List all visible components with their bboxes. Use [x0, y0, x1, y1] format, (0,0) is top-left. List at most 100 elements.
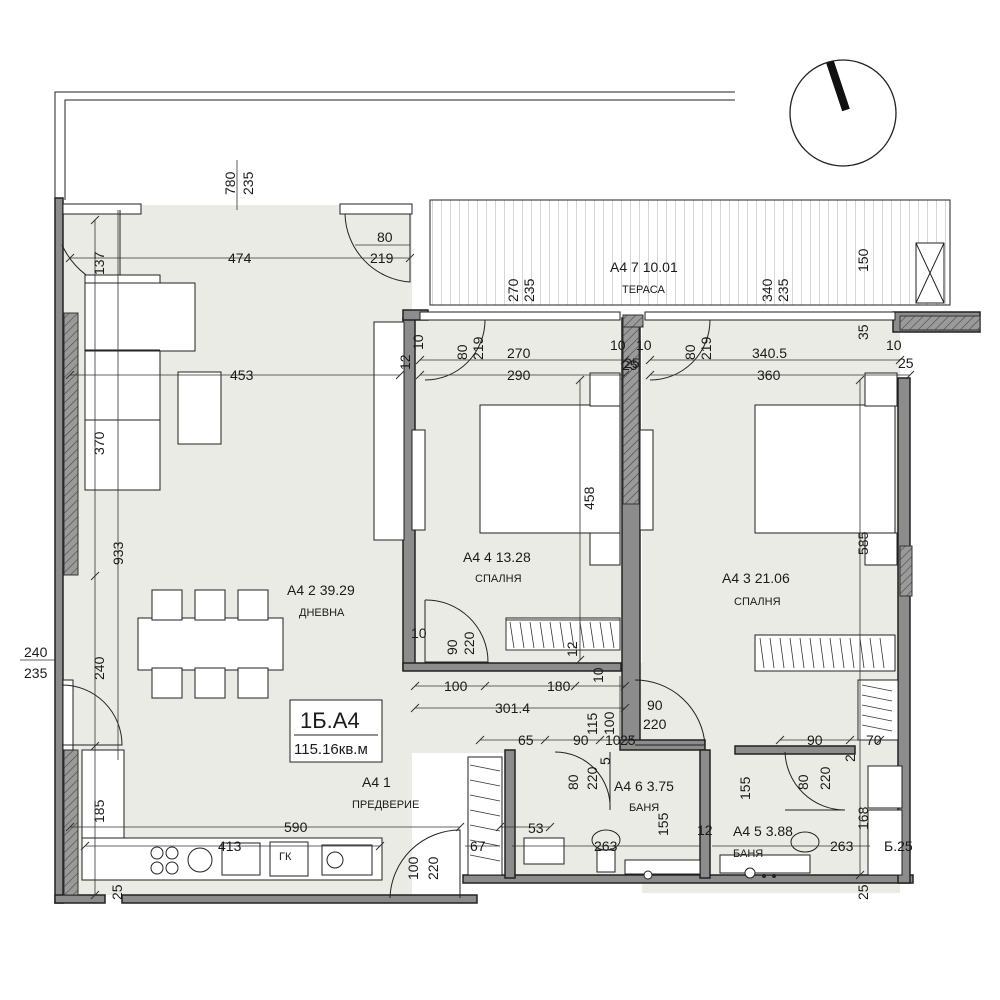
- dim-80-b3: 80: [682, 344, 698, 360]
- room-label-hall: А4 1: [362, 774, 391, 790]
- room-name-bedroom-3: СПАЛНЯ: [734, 596, 781, 608]
- dim-53: 53: [528, 820, 544, 836]
- dim-25-c: 25: [898, 355, 914, 371]
- dim-263-b: 263: [830, 838, 854, 854]
- dim-10-a: 10: [410, 334, 426, 350]
- dim-25-b: 25: [624, 355, 640, 371]
- dim-235-left: 235: [24, 665, 48, 681]
- north-arrow-icon: [789, 59, 897, 167]
- room-name-terrace: ТЕРАСА: [622, 284, 665, 296]
- dim-240-left: 240: [24, 644, 48, 660]
- dim-137: 137: [91, 251, 107, 275]
- dim-235-top: 235: [240, 171, 256, 195]
- upper-balcony-outline: [54, 91, 735, 200]
- room-label-living: А4 2 39.29: [287, 582, 355, 598]
- dim-80-b4: 80: [454, 344, 470, 360]
- furniture-living: [84, 274, 405, 699]
- dim-100-b: 100: [601, 711, 617, 735]
- dim-80: 80: [377, 229, 393, 245]
- dim-80-bath6: 80: [565, 774, 581, 790]
- dim-90-b4: 90: [444, 639, 460, 655]
- dim-67: 67: [470, 838, 486, 854]
- dim-155-b: 155: [655, 812, 671, 836]
- dim-terrace-235a: 235: [521, 278, 537, 302]
- dim-168: 168: [855, 806, 871, 830]
- dim-220-hall: 220: [643, 716, 667, 732]
- walls: [54, 197, 981, 904]
- dim-458: 458: [581, 486, 597, 510]
- room-label-bedroom-4: А4 4 13.28: [463, 549, 531, 565]
- shaft-label: ГК: [279, 851, 292, 863]
- dim-115: 115: [584, 712, 600, 735]
- room-name-bath-5: БАНЯ: [733, 848, 763, 860]
- dim-220-b4: 220: [461, 631, 477, 655]
- fixture-labels: ГК Б.25: [279, 838, 913, 863]
- column-label: Б.25: [884, 838, 913, 854]
- dim-370: 370: [91, 431, 107, 455]
- dim-25-a: 25: [622, 357, 638, 373]
- unit-tag: 1Б.А4 115.16кв.м: [289, 699, 383, 763]
- dim-25-e: 25: [109, 884, 125, 900]
- dimension-ticks: [65, 215, 915, 900]
- dim-150: 150: [855, 248, 871, 272]
- room-name-bath-6: БАНЯ: [629, 802, 659, 814]
- dim-10-b: 10: [610, 337, 626, 353]
- dim-585: 585: [855, 531, 871, 555]
- dim-263-a: 263: [594, 838, 618, 854]
- dim-90-c: 90: [573, 732, 589, 748]
- dim-90-d: 90: [807, 732, 823, 748]
- dim-10-g: 10: [605, 732, 621, 748]
- room-name-bedroom-4: СПАЛНЯ: [475, 573, 522, 585]
- dim-270: 270: [507, 345, 531, 361]
- room-label-terrace: А4 7 10.01: [610, 259, 678, 275]
- room-label-bath-5: А4 5 3.88: [733, 823, 793, 839]
- unit-area: 115.16кв.м: [294, 741, 368, 758]
- dimension-lines: [20, 160, 910, 895]
- dim-780: 780: [222, 171, 238, 195]
- dim-219-b4: 219: [470, 336, 486, 360]
- terrace-area: [429, 199, 951, 306]
- dim-12-a: 12: [397, 354, 413, 370]
- dim-2: 2: [842, 754, 858, 762]
- dim-10-f: 10: [590, 667, 606, 683]
- dim-219-b3: 219: [698, 336, 714, 360]
- dim-35: 35: [855, 324, 871, 340]
- dim-100-door: 100: [405, 856, 421, 880]
- dim-240-vert: 240: [91, 656, 107, 680]
- dim-933: 933: [110, 541, 126, 565]
- dim-10-c: 10: [636, 337, 652, 353]
- dim-5: 5: [597, 757, 613, 765]
- dim-terrace-340: 340: [759, 278, 775, 302]
- room-labels: А4 7 10.01 ТЕРАСА А4 4 13.28 СПАЛНЯ А4 3…: [287, 259, 793, 860]
- dim-12-c: 12: [697, 822, 713, 838]
- dim-12-b: 12: [564, 641, 580, 657]
- dim-413: 413: [218, 838, 242, 854]
- dim-360: 360: [757, 367, 781, 383]
- dim-340-5: 340.5: [752, 345, 787, 361]
- drain-icons: [643, 867, 776, 880]
- dim-155-a: 155: [737, 776, 753, 800]
- dim-220-bath5: 220: [817, 766, 833, 790]
- room-name-hall: ПРЕДВЕРИЕ: [352, 799, 419, 811]
- dim-80-bath5: 80: [795, 774, 811, 790]
- dim-90-hall: 90: [647, 697, 663, 713]
- dim-terrace-235b: 235: [775, 278, 791, 302]
- dim-474: 474: [228, 250, 252, 266]
- dim-185: 185: [91, 799, 107, 823]
- unit-code: 1Б.А4: [300, 708, 360, 733]
- dim-25-d: 25: [620, 732, 636, 748]
- wardrobes: [469, 619, 893, 862]
- dim-220-bath6: 220: [584, 766, 600, 790]
- dim-453: 453: [230, 367, 254, 383]
- dimension-labels: 780 235 80 219 474 137 270 235 340 235 1…: [24, 171, 914, 900]
- dim-590: 590: [284, 819, 308, 835]
- room-label-bedroom-3: А4 3 21.06: [722, 570, 790, 586]
- dim-100-a: 100: [444, 678, 468, 694]
- dim-70: 70: [866, 732, 882, 748]
- dim-10-e: 10: [411, 625, 427, 641]
- windows: [62, 203, 896, 751]
- furniture-bedroom-3: [639, 372, 899, 741]
- dim-terrace-270: 270: [505, 278, 521, 302]
- room-label-bath-6: А4 6 3.75: [614, 778, 674, 794]
